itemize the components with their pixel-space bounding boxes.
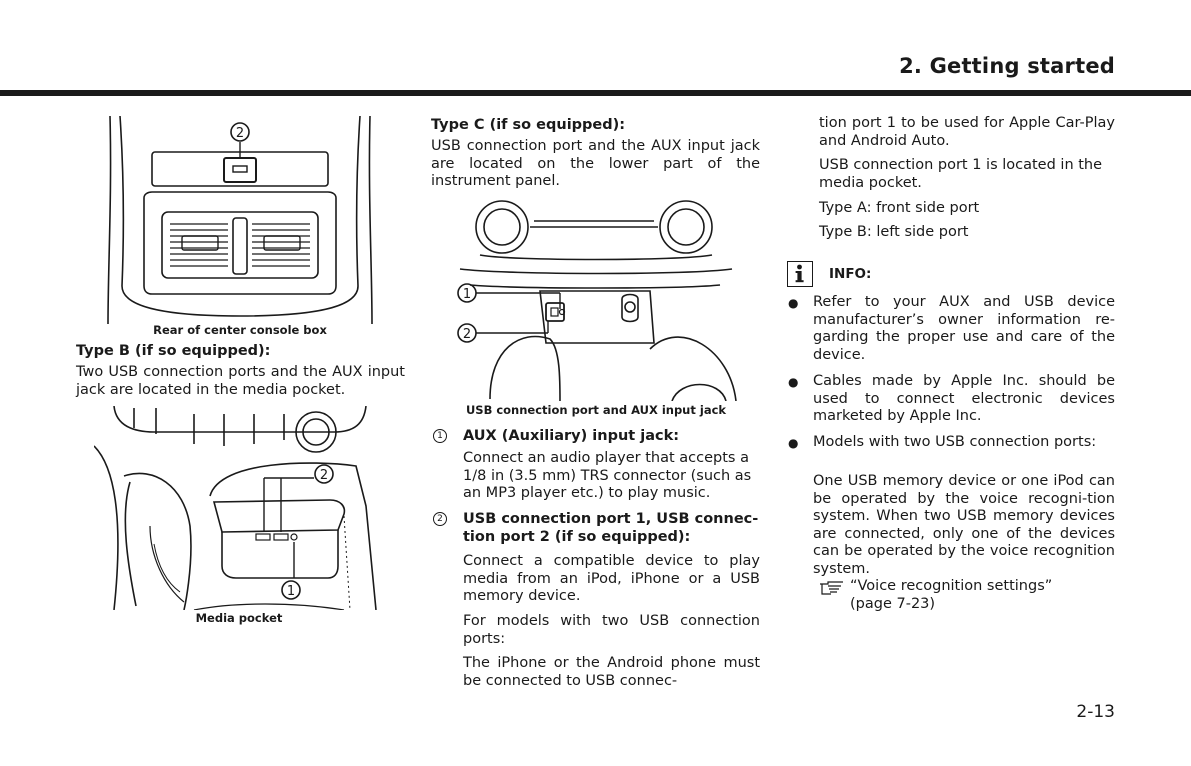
- fig3-callout-1: 1: [463, 287, 471, 302]
- item2-text3: The iPhone or the Android phone must be …: [463, 655, 760, 689]
- bullet3-heading: Models with two USB connection ports:: [813, 434, 1097, 450]
- bullet2-dot: ●: [788, 375, 799, 389]
- fig3-callout-2: 2: [463, 327, 471, 342]
- item2-heading-line2: tion port 2 (if so equipped):: [463, 529, 691, 545]
- fig3-caption: USB connection port and AUX input jack: [465, 403, 727, 417]
- info-icon: [787, 261, 813, 287]
- section-title: 2. Getting started: [899, 54, 1115, 78]
- bullet3-dot: ●: [788, 436, 799, 450]
- item1-number: 1: [433, 429, 447, 443]
- typeA-text: Type A: front side port: [819, 200, 980, 216]
- item1-text: Connect an audio player that accepts a 1…: [463, 450, 752, 502]
- typeB-port-text: Type B: left side port: [819, 224, 969, 240]
- usb-location-text: USB connection port 1 is located in the …: [819, 157, 1103, 191]
- info-label: INFO:: [829, 266, 872, 282]
- item2-heading-line1: USB connection port 1, USB connec-: [463, 511, 759, 527]
- fig2-callout-top: 2: [320, 468, 328, 483]
- bullet3-text: One USB memory device or one iPod can be…: [813, 473, 1115, 577]
- reference-page: (page 7-23): [850, 596, 936, 612]
- fig1-callout-label: 2: [236, 126, 244, 141]
- item2-text1: Connect a compatible device to play medi…: [463, 553, 760, 605]
- rear-console-illustration: 2: [107, 116, 373, 324]
- typeC-heading: Type C (if so equipped):: [431, 117, 626, 133]
- header-rule: [0, 90, 1191, 96]
- fig1-caption: Rear of center console box: [153, 323, 327, 337]
- usb-aux-illustration: 1 2: [457, 200, 737, 401]
- page-number: 2-13: [1076, 702, 1115, 722]
- bullet1-text: Refer to your AUX and USB device manufac…: [813, 294, 1115, 363]
- fig2-caption: Media pocket: [195, 611, 283, 625]
- reference-link[interactable]: “Voice recognition settings”: [850, 578, 1053, 594]
- reference-hand-icon: [820, 581, 843, 595]
- typeB-text: Two USB connection ports and the AUX inp…: [76, 364, 405, 398]
- typeB-heading: Type B (if so equipped):: [76, 343, 271, 359]
- media-pocket-illustration: 2 1: [94, 406, 377, 610]
- fig2-callout-bottom: 1: [287, 584, 295, 599]
- item2-text2: For models with two USB connection ports…: [463, 613, 760, 647]
- item2-number: 2: [433, 512, 447, 526]
- item1-heading: AUX (Auxiliary) input jack:: [463, 428, 680, 444]
- bullet1-dot: ●: [788, 296, 799, 310]
- continued-text: tion port 1 to be used for Apple Car-Pla…: [819, 115, 1115, 149]
- typeC-text: USB connection port and the AUX input ja…: [431, 138, 760, 190]
- bullet2-text: Cables made by Apple Inc. should be used…: [813, 373, 1115, 425]
